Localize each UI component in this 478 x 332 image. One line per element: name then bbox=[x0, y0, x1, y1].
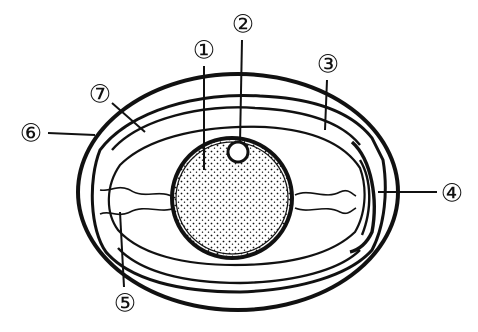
label-4: ④ bbox=[441, 179, 463, 208]
chalaza-left bbox=[100, 188, 175, 198]
label-2: ② bbox=[232, 10, 254, 39]
label-1: ① bbox=[193, 36, 215, 65]
chalaza-left-2 bbox=[100, 208, 175, 214]
chalaza-right bbox=[295, 191, 356, 196]
label-5: ⑤ bbox=[114, 289, 136, 318]
label-6: ⑥ bbox=[20, 119, 42, 148]
label-7: ⑦ bbox=[89, 80, 111, 109]
germinal-disc bbox=[228, 142, 248, 162]
label-3: ③ bbox=[317, 50, 339, 79]
leader-6 bbox=[48, 133, 95, 135]
chalaza-right-2 bbox=[295, 208, 356, 213]
